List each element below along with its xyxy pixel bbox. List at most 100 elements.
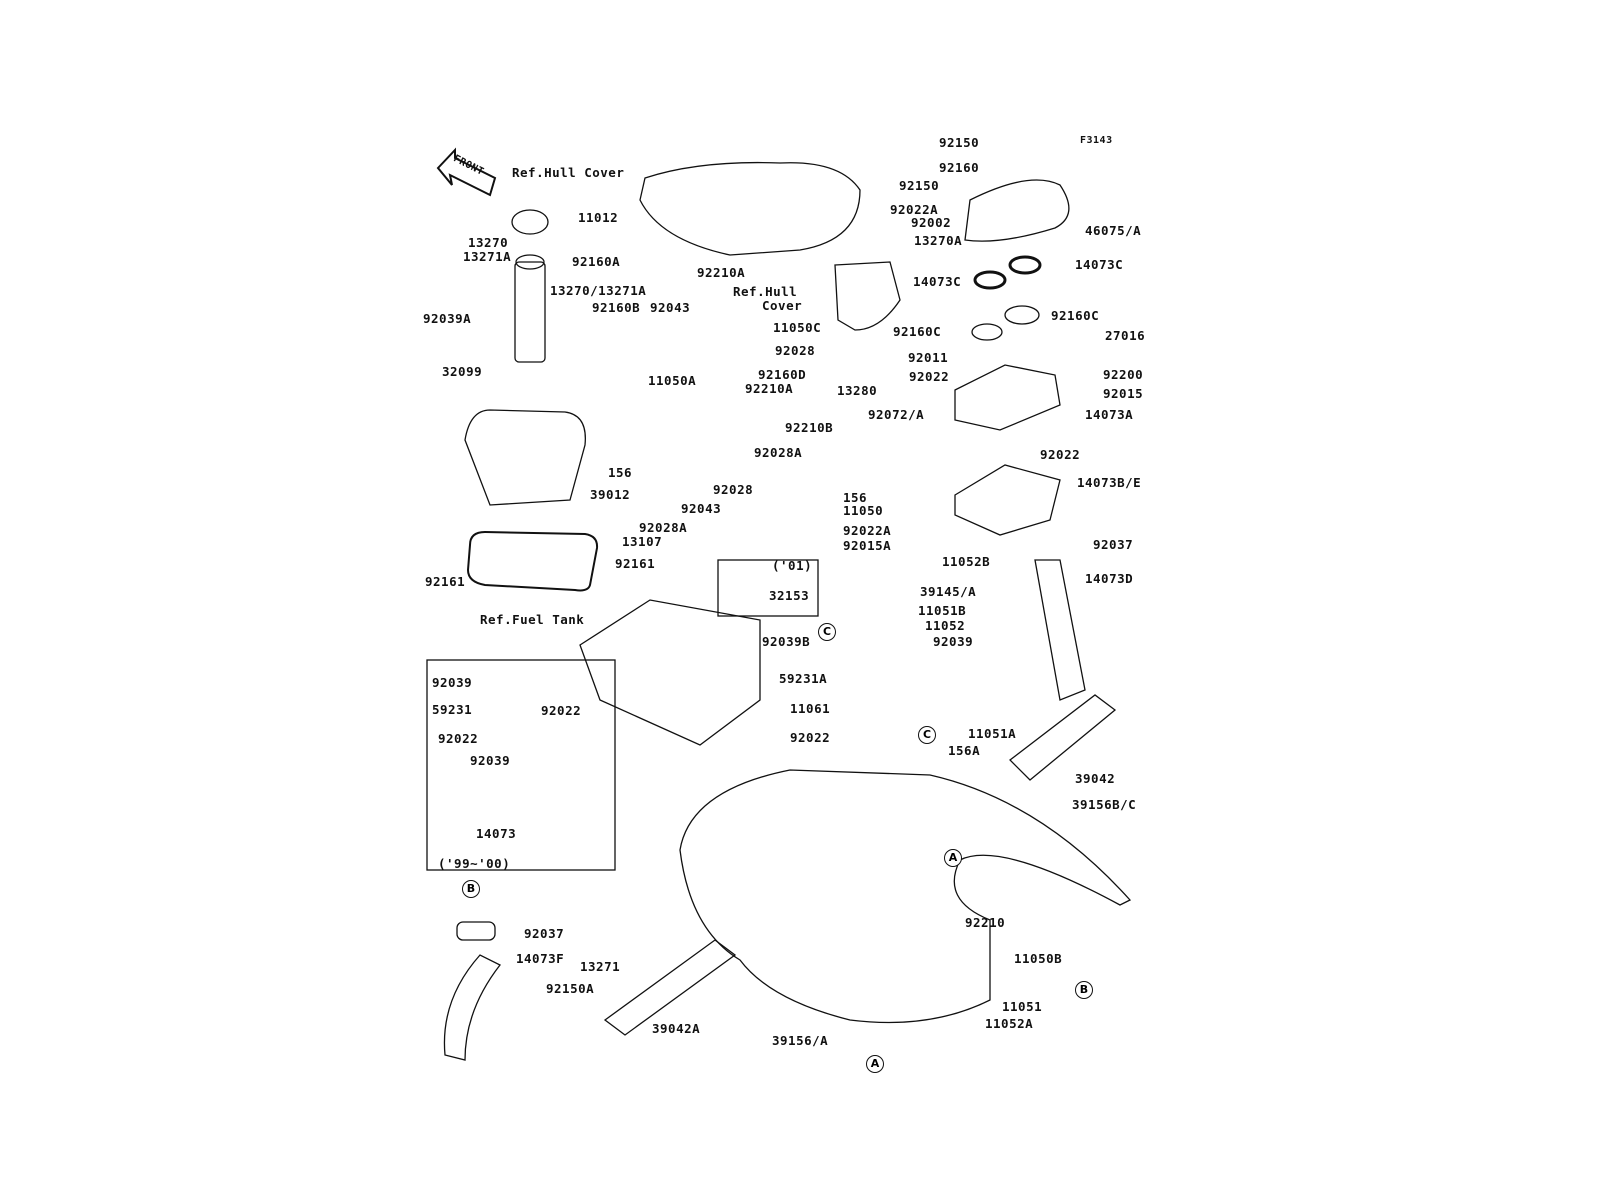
part-label-13280: 13280 [837, 383, 878, 398]
part-label-cover: Cover [762, 298, 803, 313]
part-label-92160b: 92160B [592, 300, 641, 315]
part-label-ref-hull-cover: Ref.Hull Cover [512, 165, 625, 180]
part-label-39156-a: 39156/A [772, 1033, 829, 1048]
part-label-14073: 14073 [476, 826, 517, 841]
part-label-ref-fuel-tank: Ref.Fuel Tank [480, 612, 585, 627]
ring-92160a [515, 254, 545, 270]
part-label-92160a: 92160A [572, 254, 621, 269]
part-label-14073c: 14073C [913, 274, 962, 289]
part-label-156: 156 [608, 465, 633, 480]
part-label-14073a: 14073A [1085, 407, 1134, 422]
part-label-92210a: 92210A [697, 265, 746, 280]
part-label-92043: 92043 [650, 300, 691, 315]
part-label-39145-a: 39145/A [920, 584, 977, 599]
part-label-92039: 92039 [432, 675, 473, 690]
part-label-11051b: 11051B [918, 603, 967, 618]
reference-marker-a: A [944, 849, 962, 867]
air-box-cover [954, 364, 1061, 431]
part-label-92150: 92150 [939, 135, 980, 150]
part-label--01-: ('01) [772, 558, 813, 573]
clamp-92037 [456, 921, 496, 941]
part-label-14073f: 14073F [516, 951, 565, 966]
part-label-92150: 92150 [899, 178, 940, 193]
part-label-92160c: 92160C [893, 324, 942, 339]
part-label-92028: 92028 [775, 343, 816, 358]
part-label-92210: 92210 [965, 915, 1006, 930]
hull-cover-small [834, 261, 901, 331]
front-arrow-icon [436, 147, 497, 197]
reference-marker-b: B [462, 880, 480, 898]
hose-14073d [1034, 559, 1086, 701]
part-label-92150a: 92150A [546, 981, 595, 996]
inset-box-99-00 [426, 659, 616, 871]
part-label-92200: 92200 [1103, 367, 1144, 382]
part-label-11051a: 11051A [968, 726, 1017, 741]
part-label-11050b: 11050B [1014, 951, 1063, 966]
hull-cover-top [639, 161, 861, 256]
part-label-32153: 32153 [769, 588, 810, 603]
part-label-92039b: 92039B [762, 634, 811, 649]
part-label-39042: 39042 [1075, 771, 1116, 786]
air-box [954, 464, 1061, 536]
part-label-92160d: 92160D [758, 367, 807, 382]
ring [1008, 255, 1042, 275]
reference-marker-a: A [866, 1055, 884, 1073]
part-label-46075-a: 46075/A [1085, 223, 1142, 238]
part-label-92028a: 92028A [754, 445, 803, 460]
part-label-92160c: 92160C [1051, 308, 1100, 323]
part-label-13271: 13271 [580, 959, 621, 974]
part-label-59231a: 59231A [779, 671, 828, 686]
reference-marker-b: B [1075, 981, 1093, 999]
part-label-92022a: 92022A [843, 523, 892, 538]
part-label-92037: 92037 [524, 926, 565, 941]
cap-11012 [511, 209, 549, 235]
reference-marker-c: C [818, 623, 836, 641]
part-label-92002: 92002 [911, 215, 952, 230]
part-label-39156b-c: 39156B/C [1072, 797, 1137, 812]
part-label-11052a: 11052A [985, 1016, 1034, 1031]
part-label--99-00-: ('99~'00) [438, 856, 511, 871]
part-label-11061: 11061 [790, 701, 831, 716]
part-label-11052: 11052 [925, 618, 966, 633]
ring [1004, 305, 1040, 325]
part-label-92028a: 92028A [639, 520, 688, 535]
part-label-92210a: 92210A [745, 381, 794, 396]
part-label-32099: 32099 [442, 364, 483, 379]
part-label-11050c: 11050C [773, 320, 822, 335]
mat-39042a [603, 939, 737, 1036]
part-label-92015: 92015 [1103, 386, 1144, 401]
part-label-92072-a: 92072/A [868, 407, 925, 422]
gasket-92161 [466, 530, 599, 592]
part-label-13270: 13270 [468, 235, 509, 250]
part-label-92011: 92011 [908, 350, 949, 365]
reference-marker-c: C [918, 726, 936, 744]
fuel-tank [579, 599, 761, 746]
part-label-92022: 92022 [1040, 447, 1081, 462]
part-label-14073c: 14073C [1075, 257, 1124, 272]
part-label-92022: 92022 [541, 703, 582, 718]
mat-39042 [1009, 694, 1117, 781]
ring [973, 270, 1007, 290]
plate-46075 [964, 179, 1070, 242]
part-label-11050: 11050 [843, 503, 884, 518]
part-label-92161: 92161 [425, 574, 466, 589]
part-label-92210b: 92210B [785, 420, 834, 435]
inset-box-01 [717, 559, 819, 617]
part-label-13270a: 13270A [914, 233, 963, 248]
part-label-ref-hull: Ref.Hull [733, 284, 798, 299]
part-label-92022a: 92022A [890, 202, 939, 217]
hose-14073f [443, 954, 501, 1061]
part-label-14073d: 14073D [1085, 571, 1134, 586]
part-label-11012: 11012 [578, 210, 619, 225]
part-label-27016: 27016 [1105, 328, 1146, 343]
part-label-11050a: 11050A [648, 373, 697, 388]
part-label-92022: 92022 [438, 731, 479, 746]
part-label-156a: 156A [948, 743, 981, 758]
part-label-13107: 13107 [622, 534, 663, 549]
part-label-92160: 92160 [939, 160, 980, 175]
part-label-13271a: 13271A [463, 249, 512, 264]
storage-bin [464, 409, 586, 506]
part-label-13270-13271a: 13270/13271A [550, 283, 647, 298]
figure-code: F3143 [1080, 135, 1113, 146]
